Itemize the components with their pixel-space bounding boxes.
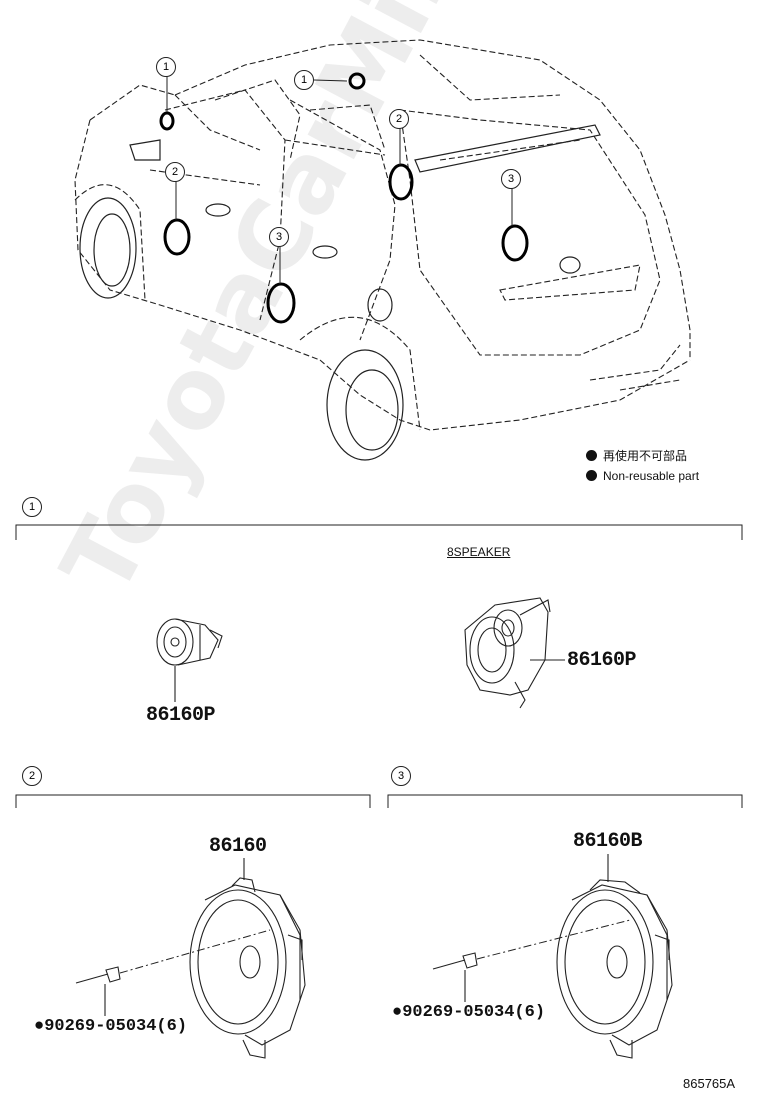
- section-3-marker: 3: [391, 766, 411, 786]
- part-number-86160P-left: 86160P: [146, 704, 216, 727]
- callout-2-rear: 2: [389, 109, 409, 129]
- legend-non-reusable-jp: 再使用不可部品: [586, 447, 687, 464]
- section-1-marker: 1: [22, 497, 42, 517]
- legend-non-reusable-en: Non-reusable part: [586, 469, 699, 483]
- part-number-86160: 86160: [209, 835, 267, 858]
- bullet-dot-icon: [586, 470, 597, 481]
- part-number-86160P-right: 86160P: [567, 649, 637, 672]
- part-number-86160B: 86160B: [573, 830, 643, 853]
- callout-3-door: 3: [269, 227, 289, 247]
- legend-line2: Non-reusable part: [603, 469, 700, 483]
- callout-1-roof: 1: [294, 70, 314, 90]
- part-number-screw-right: ●90269-05034(6): [392, 1003, 546, 1022]
- legend-line1: 再使用不可部品: [603, 449, 688, 463]
- section-2-marker: 2: [22, 766, 42, 786]
- bullet-dot-icon: [586, 450, 597, 461]
- callout-2-front: 2: [165, 162, 185, 182]
- diagram-id: 865765A: [683, 1076, 736, 1091]
- callout-1-upper-left: 1: [156, 57, 176, 77]
- part-number-screw-left: ●90269-05034(6): [34, 1017, 188, 1036]
- sub-label-8speaker: 8SPEAKER: [447, 545, 511, 559]
- callout-3-rear: 3: [501, 169, 521, 189]
